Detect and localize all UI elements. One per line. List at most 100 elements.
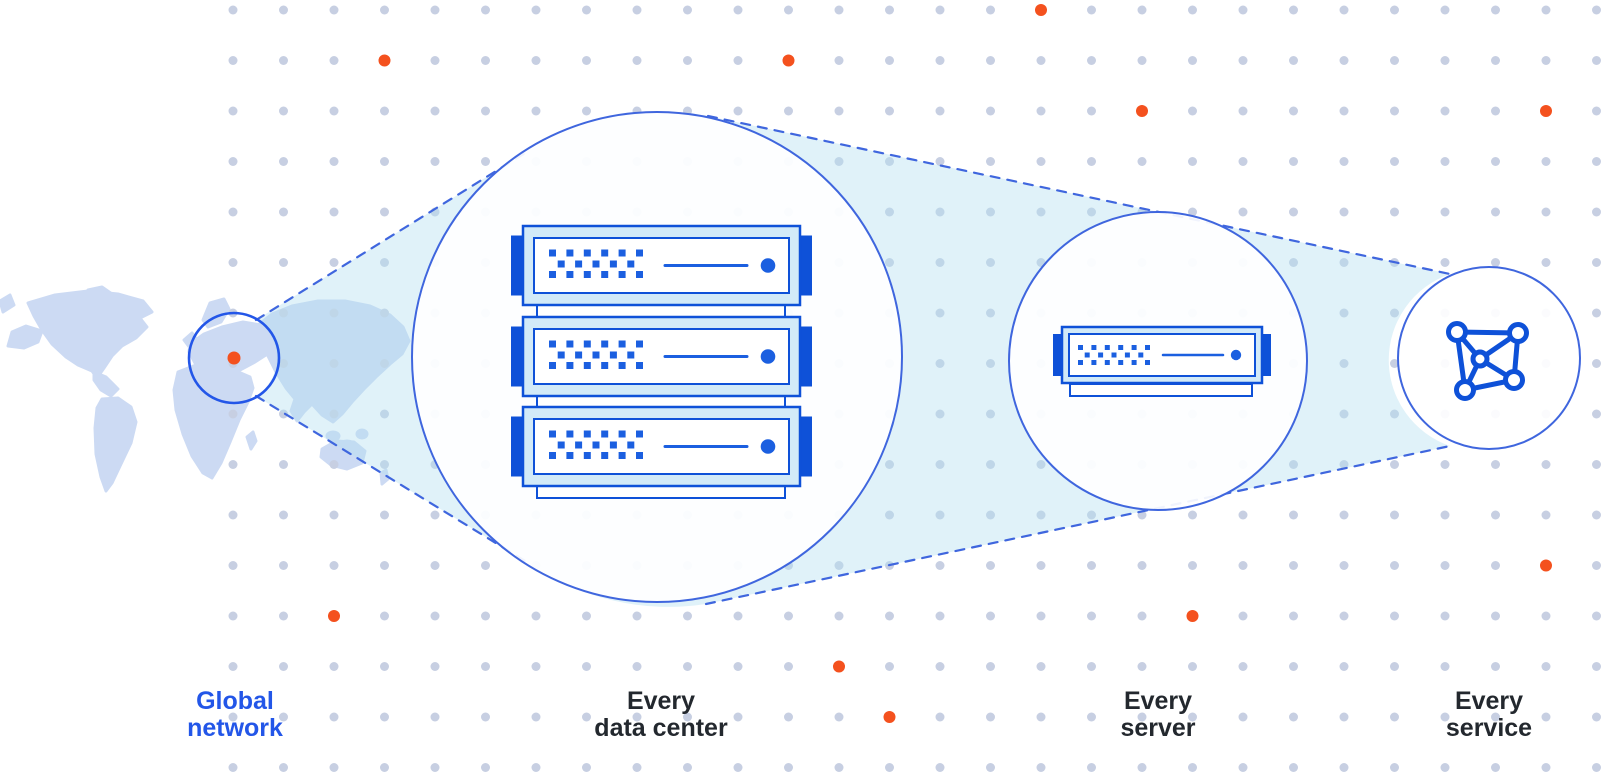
grid-dot [632,662,642,671]
grid-dot [1036,712,1046,722]
label-global-network: Global network [105,688,365,742]
server-illustration [1053,325,1271,397]
mesh-node [1470,349,1490,369]
vent-dot [592,351,600,359]
vent-dot [583,430,591,438]
grid-dot [1087,662,1096,671]
grid-dot [1087,157,1096,166]
map-south-america [93,396,138,493]
grid-dot [1541,5,1551,15]
grid-dot [1440,5,1450,15]
grid-dot-accent [1186,610,1199,622]
grid-dot [1390,207,1399,217]
grid-dot-accent [1035,4,1047,16]
grid-dot [1491,5,1500,15]
grid-dot [1440,561,1450,570]
grid-dot [1036,460,1046,469]
grid-dot [380,106,389,116]
grid-dot [1491,763,1500,772]
label-every-data-center: Every data center [531,688,791,742]
grid-dot [1036,56,1046,65]
grid-dot [784,763,793,772]
grid-dot [582,5,591,15]
vent-dot [601,271,609,278]
grid-dot [733,611,743,621]
grid-dot [430,763,440,772]
vent-dot [636,340,643,348]
grid-dot [380,5,389,15]
grid-dot [1491,56,1500,65]
server-unit [1053,325,1271,385]
grid-dot [986,258,995,267]
grid-dot [481,662,490,671]
grid-dot [683,56,692,65]
vent-dot [609,351,617,359]
grid-dot [1440,712,1450,722]
grid-dot [481,561,490,570]
guide-line-lower-right [704,444,1452,606]
grid-dot [1087,5,1096,15]
grid-dot [279,359,288,368]
vent-dot [636,271,643,278]
grid-dot [329,157,339,166]
vent-dot [601,430,609,438]
grid-dot [1339,258,1349,267]
grid-dot [329,106,339,116]
server-tab-right [1260,334,1271,376]
grid-dot [632,5,642,15]
vent-dot [601,340,609,348]
grid-dot [228,460,238,469]
grid-dot [986,460,995,469]
grid-dot [632,56,642,65]
global-network-circle [187,311,281,405]
grid-dot [1339,56,1349,65]
grid-dot [834,56,844,65]
grid-dot [531,5,541,15]
grid-dot [1541,662,1551,671]
grid-dot [329,662,339,671]
grid-dot [784,5,793,15]
grid-dot [228,207,238,217]
grid-dot [935,106,945,116]
grid-dot [531,763,541,772]
grid-dot [935,258,945,267]
vent-dot [1104,360,1110,365]
vent-dot [549,452,556,459]
grid-dot [279,308,288,318]
grid-dot [329,763,339,772]
grid-dot [1238,763,1248,772]
vent-dot [566,340,574,348]
grid-dot [986,359,995,368]
grid-dot [380,157,389,166]
grid-dot [1289,157,1298,166]
grid-dot [1491,460,1500,469]
vent-dot [618,362,626,369]
grid-dot [1390,712,1399,722]
grid-dot [1440,611,1450,621]
grid-dot [1339,308,1349,318]
grid-dot [380,712,389,722]
grid-dot [380,763,389,772]
vent-dot [1098,352,1104,358]
server-tab-left [511,235,525,296]
vent-dot [1131,360,1137,365]
grid-dot [683,662,692,671]
grid-dot [1036,611,1046,621]
server-tab-left [1053,334,1064,376]
vent-dot [566,452,574,459]
grid-dot [1390,460,1399,469]
grid-dot [329,359,339,368]
grid-dot [834,5,844,15]
grid-dot [1339,712,1349,722]
grid-dot [1491,611,1500,621]
grid-dot [329,56,339,65]
grid-dot [430,510,440,520]
grid-dot [1390,359,1399,368]
grid-dot [329,258,339,267]
grid-dot [481,763,490,772]
grid-dot [1541,56,1551,65]
server-led [1230,349,1242,361]
vent-dot [618,249,626,257]
grid-dot [1339,662,1349,671]
grid-dot [1339,611,1349,621]
